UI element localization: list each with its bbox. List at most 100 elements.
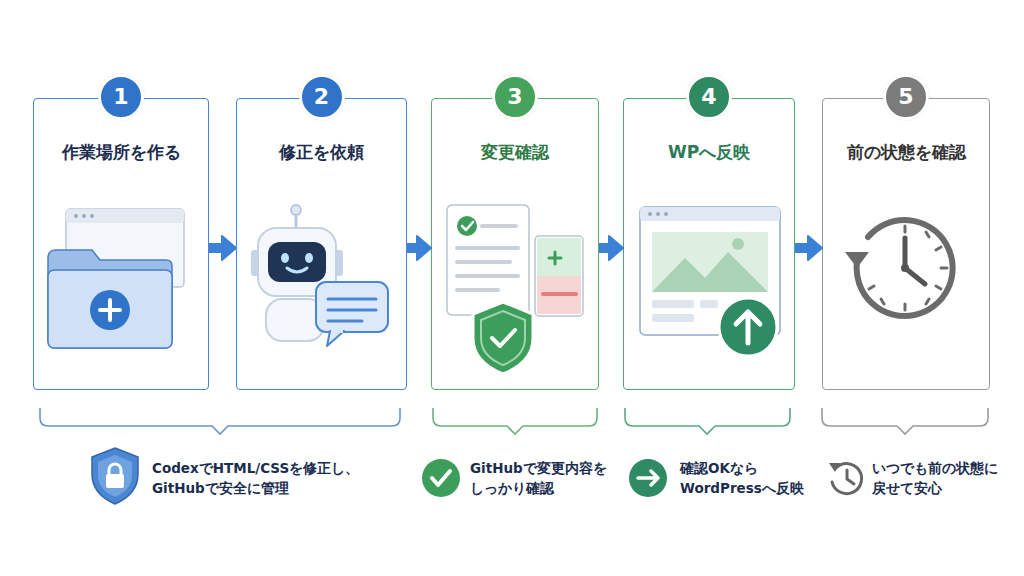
flow-arrow (599, 236, 623, 260)
robot-illustration (268, 242, 326, 282)
history-icon (847, 470, 854, 484)
robot-illustration (295, 214, 298, 230)
publish-illustration (736, 312, 760, 343)
history-clock-illustration (845, 220, 953, 316)
arrow-icon (629, 459, 667, 497)
history-clock-illustration (926, 232, 929, 237)
publish-illustration (656, 212, 660, 216)
arrow-icon (629, 459, 667, 497)
publish-illustration (719, 298, 777, 356)
history-clock-illustration (901, 264, 909, 272)
review-illustration (492, 330, 515, 346)
shield-lock-icon (98, 455, 132, 497)
folder-illustration (48, 270, 172, 348)
publish-illustration (732, 238, 744, 250)
review-illustration (537, 276, 581, 314)
caption-text: CodexでHTML/CSSを修正し、 GitHubで安全に管理 (152, 458, 352, 499)
history-clock-illustration (857, 220, 953, 316)
review-illustration (549, 252, 561, 264)
step-number: 5 (883, 74, 929, 120)
publish-illustration (640, 207, 780, 335)
history-clock-illustration (905, 238, 925, 284)
history-icon (829, 463, 840, 472)
history-clock-illustration (904, 304, 907, 310)
shield-lock-icon (106, 474, 124, 488)
publish-illustration (652, 252, 768, 292)
group-bracket (625, 408, 790, 434)
robot-illustration (327, 331, 344, 346)
step-card: 3変更確認 (431, 98, 599, 390)
caption-text: 確認OKなら WordPressへ反映 (680, 458, 830, 499)
history-clock-illustration (936, 286, 941, 289)
folder-illustration (48, 250, 172, 348)
robot-illustration (331, 330, 343, 333)
robot-illustration (328, 299, 376, 321)
review-illustration (543, 292, 576, 296)
history-clock-illustration (881, 299, 884, 304)
step-title: 変更確認 (436, 141, 594, 163)
check-icon (432, 471, 450, 485)
robot-illustration (305, 253, 313, 263)
flow-arrow (209, 236, 236, 260)
folder-illustration (74, 214, 78, 218)
step-number: 2 (299, 74, 345, 120)
flow-arrow-head (417, 236, 431, 260)
publish-illustration (640, 207, 780, 356)
folder-illustration (66, 209, 184, 223)
folder-illustration (82, 214, 86, 218)
review-illustration (535, 236, 583, 316)
robot-illustration (281, 253, 289, 263)
review-illustration (481, 311, 525, 365)
shield-lock-icon (109, 464, 121, 475)
history-clock-illustration (869, 226, 947, 310)
robot-illustration (266, 299, 324, 341)
folder-illustration (90, 290, 130, 330)
publish-illustration (648, 212, 652, 216)
robot-illustration (251, 250, 259, 276)
history-clock-illustration (926, 299, 929, 304)
step-number: 3 (492, 74, 538, 120)
robot-illustration (251, 205, 388, 346)
history-icon (832, 464, 862, 494)
flow-arrow-head (222, 236, 236, 260)
robot-illustration (258, 228, 336, 296)
publish-illustration (652, 314, 694, 322)
step-card: 2修正を依頼 (236, 98, 407, 390)
history-clock-illustration (845, 252, 869, 268)
folder-illustration (100, 300, 120, 320)
step-card: 5前の状態を確認 (822, 98, 990, 390)
folder-illustration (90, 214, 94, 218)
flow-arrow-shaft (599, 243, 611, 253)
history-clock-illustration (941, 267, 947, 270)
flow-arrow (795, 236, 822, 260)
robot-illustration (291, 205, 301, 215)
step-title: 修正を依頼 (241, 141, 402, 163)
publish-illustration (652, 232, 768, 292)
step-card: 1作業場所を作る (33, 98, 209, 390)
folder-illustration (66, 209, 184, 287)
step-title: 作業場所を作る (38, 141, 204, 163)
history-clock-illustration (936, 247, 941, 250)
robot-illustration (335, 250, 343, 276)
review-illustration (537, 238, 581, 276)
history-clock-illustration (869, 286, 874, 289)
group-bracket (40, 408, 400, 434)
review-illustration (473, 302, 533, 374)
check-icon (422, 459, 460, 497)
folder-illustration (48, 209, 184, 348)
step-number: 1 (98, 74, 144, 120)
step-number: 4 (686, 74, 732, 120)
robot-illustration (287, 268, 307, 272)
check-icon (422, 459, 460, 497)
flow-arrow-head (808, 236, 822, 260)
flow-arrow (407, 236, 431, 260)
flow-arrow-shaft (209, 243, 224, 253)
history-clock-illustration (904, 226, 907, 232)
flow-arrow-head (609, 236, 623, 260)
group-bracket (822, 408, 988, 434)
publish-illustration (664, 212, 668, 216)
caption-text: いつでも前の状態に 戻せて安心 (872, 458, 1012, 499)
publish-illustration (652, 300, 694, 308)
shield-lock-icon (92, 448, 138, 504)
